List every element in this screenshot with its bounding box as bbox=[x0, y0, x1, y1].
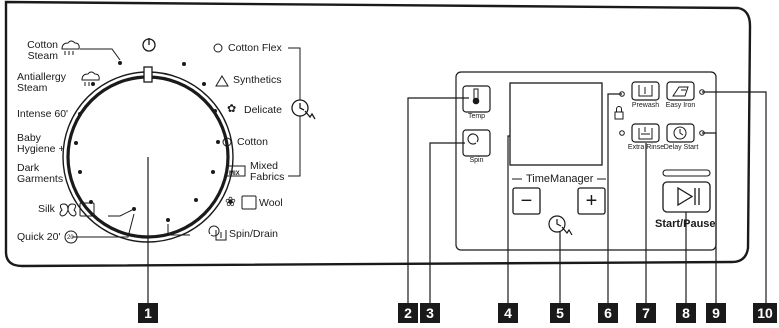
programme-label-line1: Cotton Flex bbox=[228, 42, 282, 54]
programme-label-line1: Cotton bbox=[27, 39, 58, 51]
thermometer-icon bbox=[472, 88, 480, 105]
programme-dark-garments[interactable]: Dark Garments bbox=[17, 163, 63, 185]
programme-label-line1: Spin/Drain bbox=[229, 228, 279, 240]
programme-label-line2: Steam bbox=[27, 50, 58, 62]
programme-synthetics[interactable]: Synthetics bbox=[233, 75, 281, 86]
callout-lines bbox=[147, 91, 767, 303]
callout-5: 5 bbox=[550, 303, 570, 323]
callout-7: 7 bbox=[636, 303, 656, 323]
programme-label-line1: Delicate bbox=[244, 104, 282, 116]
delay-start-button-frame bbox=[666, 123, 695, 143]
mix-badge-box bbox=[226, 165, 246, 177]
prewash-button[interactable]: Prewash bbox=[631, 102, 660, 109]
callout-1: 1 bbox=[138, 303, 158, 323]
timer-touch-icon bbox=[548, 215, 573, 236]
mix-badge: MIX bbox=[229, 171, 240, 177]
delay-start-button[interactable]: Delay Start bbox=[663, 144, 699, 151]
spin-button-frame bbox=[462, 129, 491, 157]
extra-rinse-button-frame bbox=[631, 123, 660, 143]
programme-label-line1: Silk bbox=[38, 203, 55, 215]
programme-label-line2: Hygiene + bbox=[17, 143, 65, 155]
quick-timer-icon bbox=[64, 230, 78, 244]
delicate-icon: ✿ bbox=[227, 103, 237, 115]
programme-label-line1: Baby bbox=[17, 132, 41, 144]
callout-8: 8 bbox=[676, 303, 696, 323]
butterfly-icon bbox=[59, 203, 77, 217]
programme-label-line2: Steam bbox=[17, 82, 48, 94]
spin-drain-icon bbox=[208, 225, 227, 241]
programme-mixed-fabrics[interactable]: Mixed Fabrics bbox=[250, 161, 284, 183]
programme-silk[interactable]: Silk bbox=[38, 204, 55, 215]
extra-rinse-icon bbox=[638, 127, 653, 140]
programme-label-line1: Mixed bbox=[250, 160, 279, 172]
programme-baby-hygiene[interactable]: Baby Hygiene + bbox=[17, 133, 65, 155]
wool-icon: ❀ bbox=[225, 194, 236, 209]
cloud-steam-icon-2 bbox=[81, 71, 100, 86]
delay-start-icon bbox=[673, 126, 687, 140]
programme-cotton-flex[interactable]: Cotton Flex bbox=[228, 43, 282, 54]
programme-label-line1: Quick 20' bbox=[17, 231, 61, 243]
programme-label-line1: Wool bbox=[259, 197, 283, 209]
play-pause-icon bbox=[677, 186, 700, 207]
temp-button[interactable]: Temp bbox=[467, 113, 486, 120]
callout-2: 2 bbox=[398, 303, 418, 323]
minus-button-frame bbox=[512, 187, 541, 215]
callout-3: 3 bbox=[420, 303, 440, 323]
knob-position-dots bbox=[74, 61, 220, 222]
start-pause-button[interactable]: Start/Pause bbox=[655, 218, 716, 230]
programme-wool[interactable]: Wool bbox=[259, 198, 283, 209]
programme-label-line1: Antiallergy bbox=[17, 71, 67, 83]
synthetics-icon bbox=[215, 75, 229, 87]
cloud-steam-icon bbox=[61, 40, 80, 55]
extra-rinse-button[interactable]: Extra Rinse bbox=[627, 144, 665, 151]
programme-label-line1: Cotton bbox=[237, 136, 268, 148]
prewash-icon bbox=[638, 85, 653, 97]
timer-touch-icon-dial bbox=[291, 99, 316, 120]
cotton-flex-icon bbox=[213, 43, 223, 53]
plus-button-frame bbox=[577, 187, 606, 215]
spin-button[interactable]: Spin bbox=[469, 157, 484, 164]
lock-icon bbox=[614, 106, 624, 120]
handwash-icon-silk bbox=[79, 202, 95, 217]
panel-outline bbox=[4, 0, 752, 268]
programme-label-line1: Synthetics bbox=[233, 74, 282, 86]
plus-button[interactable]: + bbox=[585, 190, 598, 212]
programme-delicate[interactable]: Delicate bbox=[244, 105, 282, 116]
programme-label-line2: Fabrics bbox=[250, 171, 285, 183]
start-pause-button-frame bbox=[662, 181, 711, 213]
start-pause-led-bar bbox=[662, 169, 711, 177]
programme-antiallergy-steam[interactable]: Antiallergy Steam bbox=[17, 72, 66, 94]
prewash-button-frame bbox=[631, 81, 660, 101]
callout-6: 6 bbox=[598, 303, 618, 323]
temp-button-frame bbox=[462, 85, 491, 113]
programme-intense-60[interactable]: Intense 60' bbox=[17, 109, 68, 120]
callout-9: 9 bbox=[706, 303, 726, 323]
minus-button[interactable]: − bbox=[520, 190, 533, 212]
easy-iron-button[interactable]: Easy Iron bbox=[665, 102, 696, 109]
spin-icon bbox=[467, 133, 479, 145]
programme-label-line2: Garments bbox=[17, 173, 64, 185]
programme-spin-drain[interactable]: Spin/Drain bbox=[229, 229, 278, 240]
programme-quick-20[interactable]: Quick 20' bbox=[17, 232, 60, 243]
programme-label-line1: Dark bbox=[17, 162, 40, 174]
easy-iron-button-frame bbox=[666, 81, 695, 101]
programme-cotton-steam[interactable]: Cotton Steam bbox=[10, 40, 58, 62]
quick-badge: 20 bbox=[67, 235, 74, 241]
easy-iron-icon bbox=[672, 86, 689, 97]
callout-10: 10 bbox=[753, 303, 777, 323]
display-screen bbox=[509, 82, 603, 166]
cotton-icon bbox=[222, 137, 232, 147]
handwash-icon-wool bbox=[241, 195, 257, 210]
callout-4: 4 bbox=[498, 303, 518, 323]
power-icon bbox=[142, 38, 156, 52]
programme-label-line1: Intense 60' bbox=[17, 108, 69, 120]
programme-cotton[interactable]: Cotton bbox=[237, 137, 268, 148]
time-manager-title: TimeManager bbox=[526, 173, 594, 185]
